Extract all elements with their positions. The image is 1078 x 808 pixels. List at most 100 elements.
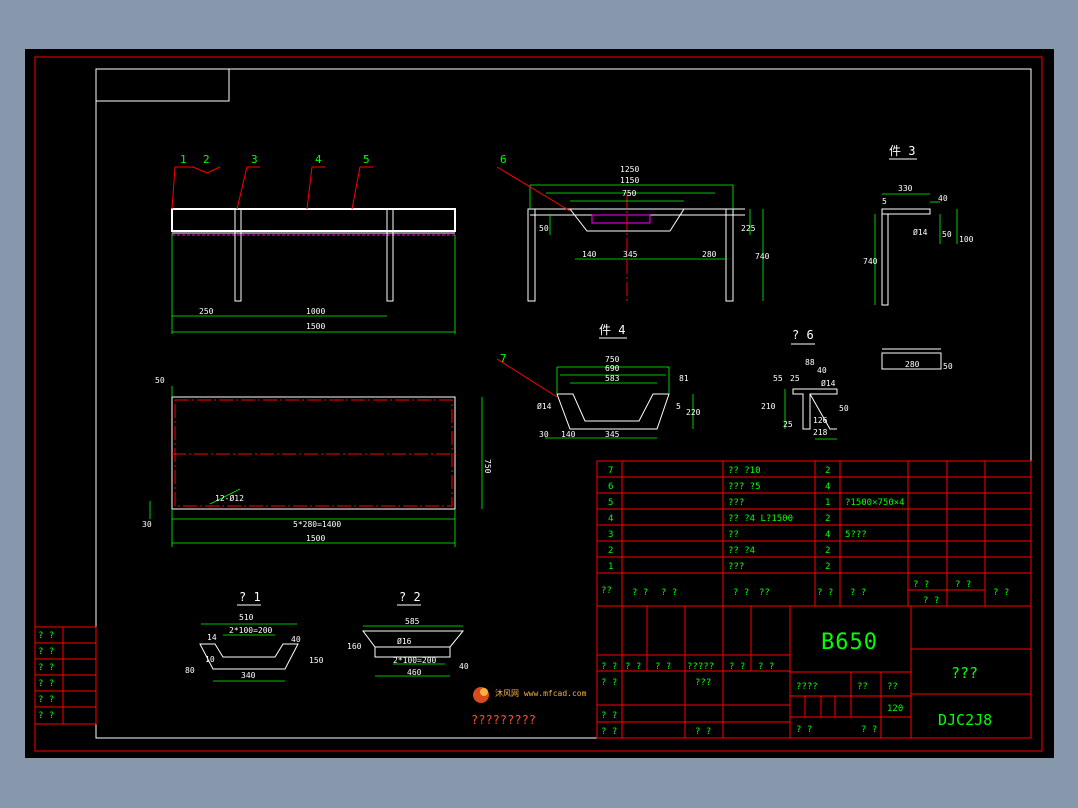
stage-label: ????	[796, 682, 818, 692]
plan-holes: 12-Ø12	[215, 493, 244, 503]
inner-border	[95, 68, 1032, 739]
svg-text:1: 1	[825, 498, 830, 508]
svg-text:? ?: ? ?	[601, 662, 617, 672]
svg-text:? ?: ? ?	[601, 727, 617, 737]
v1-14: 14	[207, 633, 217, 642]
weight-label: ??	[857, 682, 868, 692]
dim-1000: 1000	[306, 307, 325, 316]
v6-25: 25	[790, 374, 800, 383]
svg-text:? ?: ? ?	[632, 588, 648, 598]
svg-text:???: ???	[728, 562, 744, 572]
svg-text:??: ??	[601, 586, 612, 596]
view2: ? 2 585 Ø16 2*100=200 160 40 460	[347, 590, 469, 677]
v6-88: 88	[805, 358, 815, 367]
dim-750: 750	[622, 189, 637, 198]
p3-50b: 50	[943, 362, 953, 371]
scale-label: ??	[887, 682, 898, 692]
p4-81: 81	[679, 374, 689, 383]
v2-2x100: 2*100=200	[393, 656, 437, 665]
svg-text:? ?: ? ?	[796, 725, 812, 735]
plan-750: 750	[483, 459, 492, 474]
p4-750: 750	[605, 355, 620, 364]
svg-text:? ?: ? ?	[625, 662, 641, 672]
dim-250: 250	[199, 307, 214, 316]
dim-740: 740	[755, 252, 770, 261]
p3-330: 330	[898, 184, 913, 193]
v1-510: 510	[239, 613, 254, 622]
p3-5: 5	[882, 197, 887, 206]
logo-top: 沐风网 www.mfcad.com	[495, 688, 587, 698]
plan-30: 30	[142, 520, 152, 529]
left-cell-3: ? ?	[38, 663, 54, 673]
view6-title: ? 6	[792, 328, 814, 342]
svg-text:? ?: ? ?	[817, 588, 833, 598]
outer-border	[34, 56, 1043, 752]
p4-phi14: Ø14	[537, 401, 552, 411]
callout-2: 2	[203, 153, 210, 166]
svg-text:? ?: ? ?	[913, 580, 929, 590]
svg-text:???: ???	[728, 498, 744, 508]
v6-218: 218	[813, 428, 828, 437]
drawing-number: DJC2J8	[938, 711, 992, 729]
callout-5: 5	[363, 153, 370, 166]
v2-460: 460	[407, 668, 422, 677]
v2-phi16: Ø16	[397, 636, 412, 646]
v1-2x100: 2*100=200	[229, 626, 273, 635]
drawing-code: B650	[821, 630, 878, 655]
svg-text:2: 2	[825, 514, 830, 524]
cad-canvas: 1 2 3 4 5 250 1000 1500 6 1250 1150 750 …	[34, 56, 1043, 752]
svg-text:?? ?10: ?? ?10	[728, 466, 761, 476]
svg-text:3: 3	[608, 530, 613, 540]
left-cell-6: ? ?	[38, 711, 54, 721]
bom-table	[596, 460, 1032, 607]
front-view: 6 1250 1150 750 50 225 740 140 345 280	[496, 153, 770, 304]
svg-text:2: 2	[825, 562, 830, 572]
svg-text:?? ?4 L?1500: ?? ?4 L?1500	[728, 514, 793, 524]
scale-value: 120	[887, 704, 903, 714]
svg-text:?????: ?????	[687, 662, 714, 672]
dim-1150: 1150	[620, 176, 639, 185]
svg-text:?? ?4: ?? ?4	[728, 546, 755, 556]
top-left-box	[95, 68, 230, 102]
svg-text:? ?: ? ?	[993, 588, 1009, 598]
p3-50: 50	[942, 230, 952, 239]
svg-text:?1500×750×4: ?1500×750×4	[845, 498, 905, 508]
part4-view: 件 4 7 750 690 583 81 5 220 Ø14 30 140 34…	[496, 323, 701, 439]
v1-340: 340	[241, 671, 256, 680]
v6-phi14: Ø14	[821, 378, 836, 388]
dim-345: 345	[623, 250, 638, 259]
p3-phi14: Ø14	[913, 227, 928, 237]
p4-583: 583	[605, 374, 620, 383]
p4-140: 140	[561, 430, 576, 439]
svg-text:? ?: ? ?	[655, 662, 671, 672]
bom-row: 7 ?? ?10 2	[608, 466, 830, 476]
p3-280: 280	[905, 360, 920, 369]
dim-50: 50	[539, 224, 549, 233]
view6: ? 6 88 40 55 25 Ø14 210 126 218 25 50	[761, 328, 849, 440]
drawing-name: ???	[951, 664, 978, 682]
v2-40: 40	[459, 662, 469, 671]
part3-title: 件 3	[889, 144, 915, 158]
bom-header: ?? ? ? ? ? ? ? ?? ? ? ? ? ? ? ? ? ? ? ? …	[601, 580, 1009, 606]
svg-text:? ?: ? ?	[923, 596, 939, 606]
v2-160: 160	[347, 642, 362, 651]
dim-280: 280	[702, 250, 717, 259]
title-block: B650 ??? DJC2J8 ? ? ? ? ? ? ????? ? ? ? …	[596, 605, 1032, 739]
svg-text:6: 6	[608, 482, 613, 492]
v6-126: 126	[813, 416, 828, 425]
svg-text:??? ?5: ??? ?5	[728, 482, 761, 492]
v6-55: 55	[773, 374, 783, 383]
svg-text:4: 4	[825, 482, 830, 492]
p4-220: 220	[686, 408, 701, 417]
dim-1500: 1500	[306, 322, 325, 331]
v6-40: 40	[817, 366, 827, 375]
svg-text:? ?: ? ?	[729, 662, 745, 672]
p3-40: 40	[938, 194, 948, 203]
bom-row: 6 ??? ?5 4	[608, 482, 830, 492]
left-cell-2: ? ?	[38, 647, 54, 657]
svg-text:? ?: ? ?	[758, 662, 774, 672]
v1-40: 40	[291, 635, 301, 644]
p3-740: 740	[863, 257, 878, 266]
drawing-sheet: 1 2 3 4 5 250 1000 1500 6 1250 1150 750 …	[25, 49, 1054, 758]
callout-6: 6	[500, 153, 507, 166]
